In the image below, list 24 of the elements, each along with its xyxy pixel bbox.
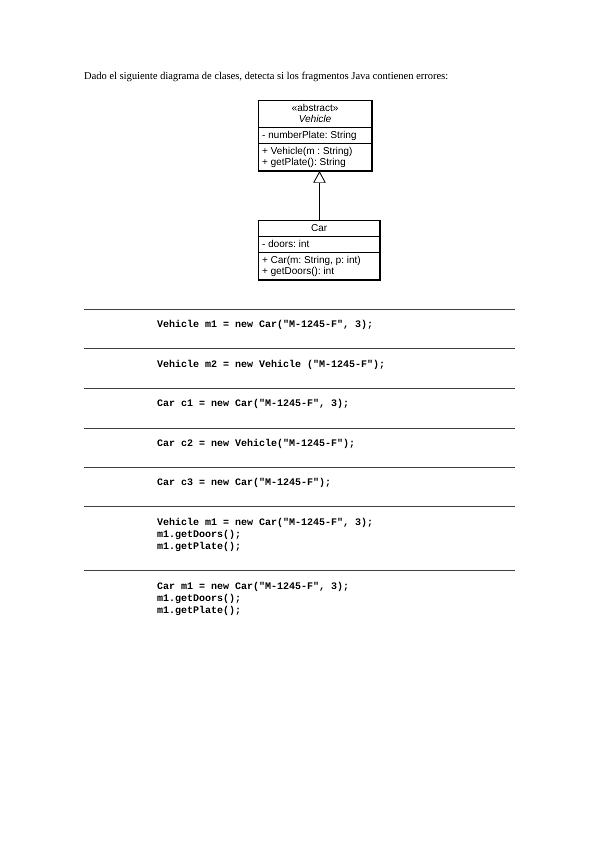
code-line: Vehicle m1 = new Car("M-1245-F", 3); [157, 518, 374, 530]
class-name: Vehicle [298, 114, 332, 125]
code-line: Vehicle m2 = new Vehicle ("M-1245-F"); [157, 360, 386, 372]
code-line: m1.getPlate(); [157, 606, 242, 618]
method-text: + Vehicle(m : String) [262, 146, 354, 157]
code-line: Car c1 = new Car("M-1245-F", 3); [157, 399, 350, 411]
code-line: Car c3 = new Car("M-1245-F"); [157, 478, 332, 490]
code-line: Vehicle m1 = new Car("M-1245-F", 3); [157, 320, 374, 332]
method-text: + getPlate(): String [262, 157, 347, 168]
attribute-text: - doors: int [262, 239, 310, 250]
code-line: m1.getDoors(); [157, 530, 242, 542]
code-line: m1.getPlate(); [157, 542, 242, 554]
code-line: Car c2 = new Vehicle("M-1245-F"); [157, 439, 356, 451]
method-text: + getDoors(): int [262, 266, 335, 277]
instruction-text: Dado el siguiente diagrama de clases, detecta si los fragmentos Java contienen errores: [84, 71, 448, 82]
method-text: + Car(m: String, p: int) [262, 255, 362, 266]
code-line: Car m1 = new Car("M-1245-F", 3); [157, 582, 350, 594]
attribute-text: - numberPlate: String [262, 130, 358, 141]
uml-class-box [258, 100, 373, 172]
class-name: Car [310, 223, 328, 234]
code-line: m1.getDoors(); [157, 594, 242, 606]
uml-class-box [258, 220, 381, 281]
inheritance-arrow [313, 172, 326, 220]
stereotype-text: «abstract» [290, 103, 340, 114]
